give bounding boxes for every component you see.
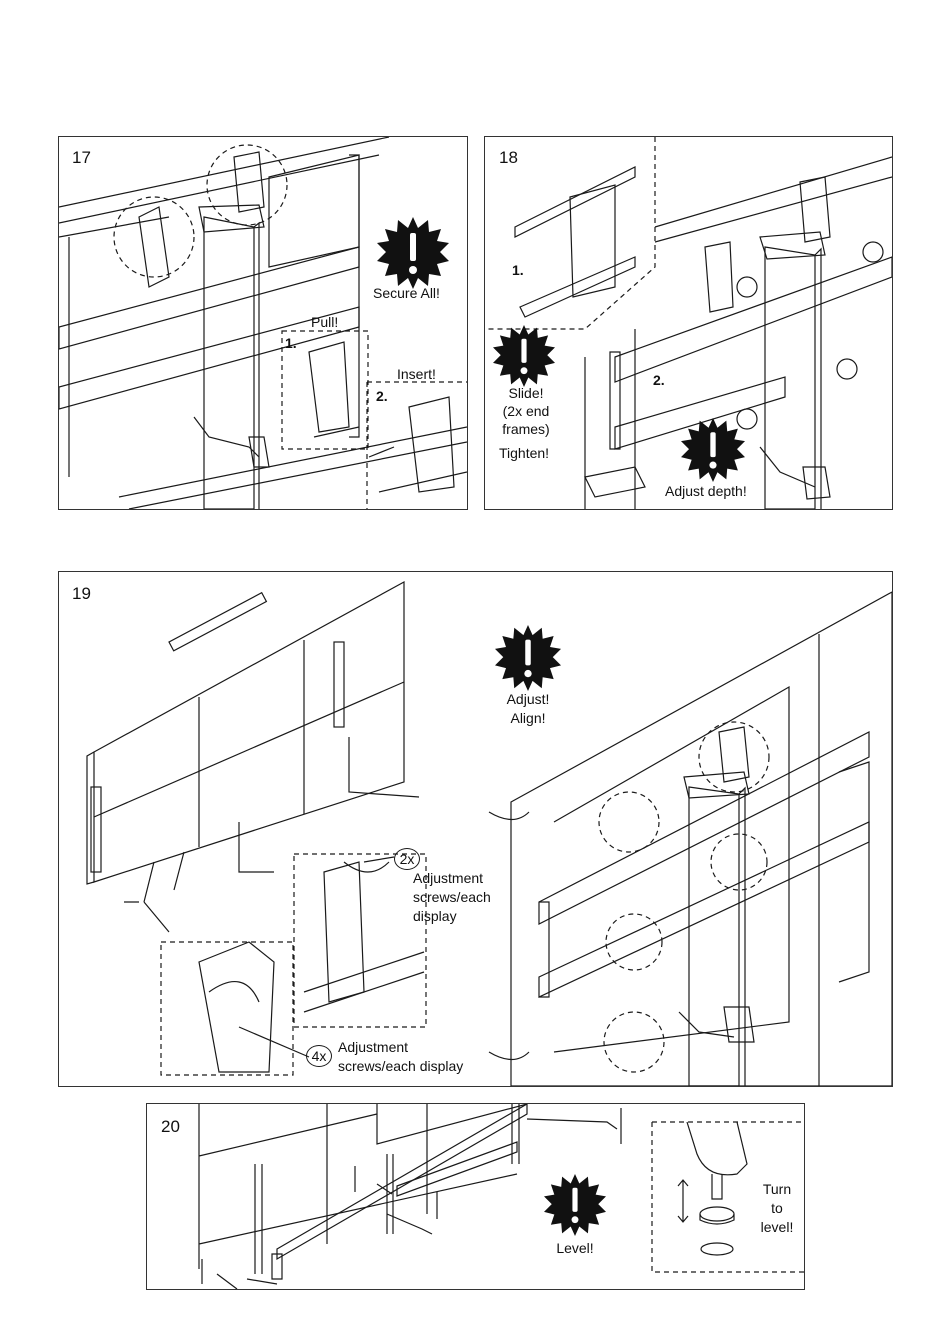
- label-align: Align!: [493, 709, 563, 728]
- label-screws-b2: screws/each display: [338, 1057, 463, 1076]
- label-turn-2: to: [751, 1199, 803, 1218]
- step-19-illustration: [59, 572, 892, 1086]
- label-adjust-depth: Adjust depth!: [665, 482, 747, 501]
- step-number: 19: [72, 584, 91, 604]
- label-step-1: 1.: [512, 261, 524, 280]
- label-count-2x: 2x: [394, 848, 420, 870]
- label-adjust: Adjust!: [493, 690, 563, 709]
- label-level: Level!: [540, 1239, 610, 1258]
- step-18-panel: 18 1. 2. Slide! (2x end frames) Tighten!…: [484, 136, 893, 510]
- step-17-illustration: [59, 137, 467, 509]
- label-slide: Slide!: [501, 384, 551, 403]
- label-screws-1: Adjustment: [413, 869, 483, 888]
- label-end-frames-1: (2x end: [495, 402, 557, 421]
- label-screws-b1: Adjustment: [338, 1038, 408, 1057]
- label-count-4x: 4x: [306, 1045, 332, 1067]
- label-secure-all: Secure All!: [373, 284, 440, 303]
- step-number: 20: [161, 1117, 180, 1137]
- step-20-panel: 20 Level! Turn to level!: [146, 1103, 805, 1290]
- label-screws-3: display: [413, 907, 457, 926]
- label-insert: Insert!: [397, 365, 436, 384]
- label-end-frames-2: frames): [495, 420, 557, 439]
- warning-starburst-icon: [495, 625, 561, 691]
- warning-starburst-icon: [377, 217, 449, 289]
- label-screws-2: screws/each: [413, 888, 491, 907]
- label-pull: Pull!: [311, 313, 338, 332]
- step-20-illustration: [147, 1104, 804, 1289]
- warning-starburst-icon: [544, 1174, 606, 1236]
- warning-starburst-icon: [493, 325, 555, 387]
- label-turn-3: level!: [751, 1218, 803, 1237]
- label-tighten: Tighten!: [499, 444, 549, 463]
- step-number: 17: [72, 148, 91, 168]
- label-step-1: 1.: [285, 334, 297, 353]
- label-step-2: 2.: [653, 371, 665, 390]
- label-step-2: 2.: [376, 387, 388, 406]
- label-turn-1: Turn: [751, 1180, 803, 1199]
- step-17-panel: 17 Secure All! Pull! 1. Insert! 2.: [58, 136, 468, 510]
- warning-starburst-icon: [681, 418, 745, 482]
- step-number: 18: [499, 148, 518, 168]
- step-19-panel: 19 Adjust! Align! 2x Adjustment screws/e…: [58, 571, 893, 1087]
